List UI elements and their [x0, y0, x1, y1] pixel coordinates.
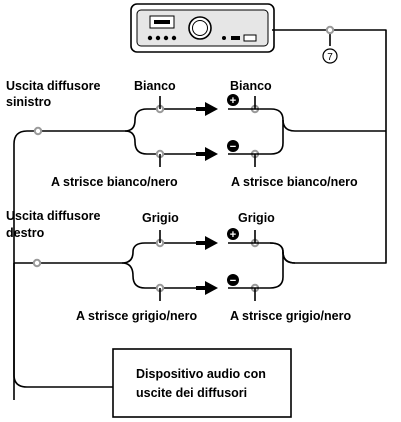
- right-output-label-line1: Uscita diffusore: [6, 209, 101, 223]
- audio-device-box: Dispositivo audio con uscite dei diffuso…: [112, 348, 292, 418]
- arrow-right-icon: [196, 281, 218, 295]
- svg-text:−: −: [230, 141, 236, 153]
- minus-polarity-icon: −: [227, 274, 239, 287]
- plus-polarity-icon: +: [227, 228, 239, 241]
- button-icon: [222, 36, 226, 40]
- junction-dot: [33, 126, 43, 136]
- left-output-label-line1: Uscita diffusore: [6, 79, 101, 93]
- svg-text:7: 7: [327, 52, 333, 63]
- button-icon: [147, 35, 153, 41]
- left-wire-bottom-label: A strisce bianco/nero: [51, 175, 178, 189]
- minus-polarity-icon: −: [227, 140, 239, 153]
- right-output-label-line2: destro: [6, 226, 45, 240]
- right-speaker-bottom-label: A strisce grigio/nero: [230, 309, 351, 323]
- svg-text:+: +: [230, 229, 236, 241]
- aux-port-icon: [243, 34, 257, 42]
- left-speaker-bottom-label: A strisce bianco/nero: [231, 175, 358, 189]
- left-speaker-top-label: Bianco: [230, 79, 272, 93]
- junction-dot: [32, 258, 42, 268]
- right-wire-bottom-label: A strisce grigio/nero: [76, 309, 197, 323]
- right-speaker-top-label: Grigio: [238, 211, 275, 225]
- device-box-line1: Dispositivo audio con: [136, 367, 266, 381]
- usb-port-icon: [231, 36, 240, 40]
- device-box-line2: uscite dei diffusori: [136, 386, 247, 400]
- callout-marker: 7: [322, 48, 338, 64]
- junction-dot: [325, 25, 335, 35]
- arrow-right-icon: [196, 147, 218, 161]
- svg-text:−: −: [230, 275, 236, 287]
- arrow-right-icon: [196, 102, 218, 116]
- svg-text:+: +: [230, 95, 236, 107]
- button-icon: [163, 35, 169, 41]
- right-wire-top-label: Grigio: [142, 211, 179, 225]
- left-output-label-line2: sinistro: [6, 95, 52, 109]
- display-slot-icon: [154, 20, 170, 24]
- arrow-right-icon: [196, 236, 218, 250]
- button-icon: [171, 35, 177, 41]
- car-stereo-unit: [130, 3, 275, 53]
- left-wire-top-label: Bianco: [134, 79, 176, 93]
- button-icon: [155, 35, 161, 41]
- plus-polarity-icon: +: [227, 94, 239, 107]
